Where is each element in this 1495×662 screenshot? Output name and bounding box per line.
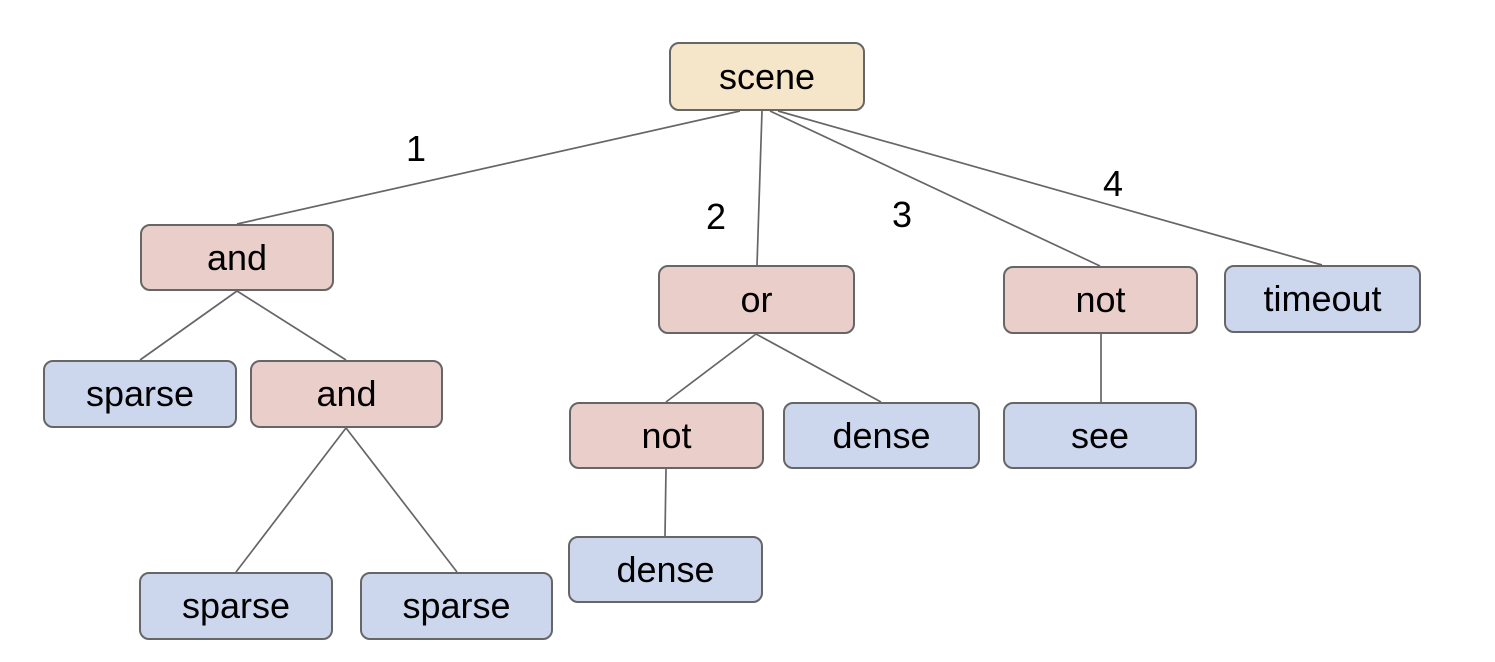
edge-or-dense [755,333,882,403]
node-label: sparse [85,373,195,414]
node-dense-1[interactable]: dense [783,402,980,469]
edge-not-dense [664,468,667,537]
edge-scene-timeout [777,110,1323,266]
edge-scene-and [236,110,741,225]
node-label: not [1075,279,1126,320]
edge-scene-not [769,110,1101,267]
node-and-1[interactable]: and [140,224,334,291]
edge-or-not [665,333,757,403]
node-label: scene [718,55,816,97]
node-label: or [740,278,773,320]
node-label: timeout [1263,278,1382,319]
node-label: dense [832,414,931,456]
node-label: see [1070,414,1130,456]
node-label: sparse [181,585,291,626]
node-label: not [641,414,692,456]
edge-scene-or [756,110,763,266]
node-label: sparse [402,585,511,626]
node-sparse-3[interactable]: sparse [360,572,553,640]
node-label: and [206,236,268,278]
node-and-2[interactable]: and [250,360,443,428]
node-sparse-2[interactable]: sparse [139,572,333,640]
edge-and2-sparse3 [345,427,458,573]
node-scene[interactable]: scene [669,42,865,111]
node-sparse-1[interactable]: sparse [43,360,237,428]
node-label: and [316,373,377,414]
node-timeout[interactable]: timeout [1224,265,1421,333]
node-dense-2[interactable]: dense [568,536,763,603]
edge-label-4: 4 [1102,163,1124,204]
edge-and2-sparse2 [235,427,347,573]
node-not-2[interactable]: not [569,402,764,469]
edge-label-2: 2 [705,196,727,237]
edge-and1-and2 [236,290,347,361]
node-not-1[interactable]: not [1003,266,1198,334]
node-label: dense [616,548,715,590]
edge-label-1: 1 [405,128,427,169]
node-see[interactable]: see [1003,402,1197,469]
edge-label-3: 3 [891,194,913,235]
node-or[interactable]: or [658,265,855,334]
edge-and1-sparse1 [139,290,238,361]
